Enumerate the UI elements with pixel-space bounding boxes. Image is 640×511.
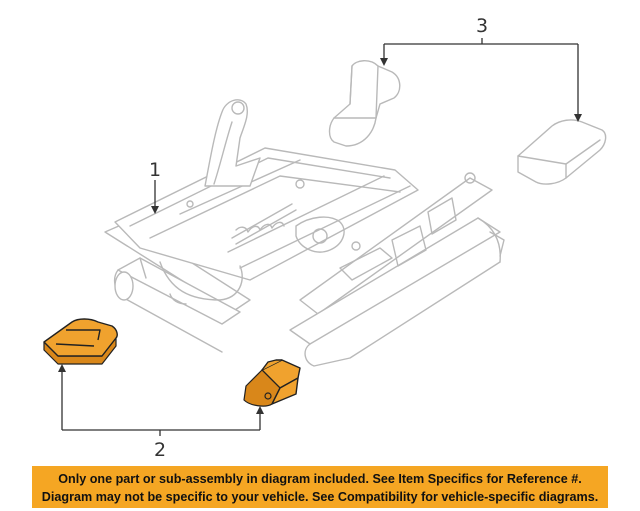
disclaimer-banner: Only one part or sub-assembly in diagram…: [32, 466, 608, 508]
callout-2: 2: [154, 439, 166, 461]
callout-3: 3: [476, 15, 488, 37]
leader-lines: [58, 38, 582, 436]
callout-1: 1: [149, 159, 161, 181]
disclaimer-line-2: Diagram may not be specific to your vehi…: [41, 490, 599, 504]
part-2-cover-left: [43, 318, 118, 365]
disclaimer-line-1: Only one part or sub-assembly in diagram…: [58, 472, 582, 486]
part-3-cover-front: [328, 60, 401, 147]
seat-adjuster-assembly: [104, 99, 505, 367]
part-2-cover-right: [243, 359, 301, 407]
parts-diagram: 3 1 2: [43, 15, 607, 461]
part-3-cover-rear: [517, 119, 607, 185]
